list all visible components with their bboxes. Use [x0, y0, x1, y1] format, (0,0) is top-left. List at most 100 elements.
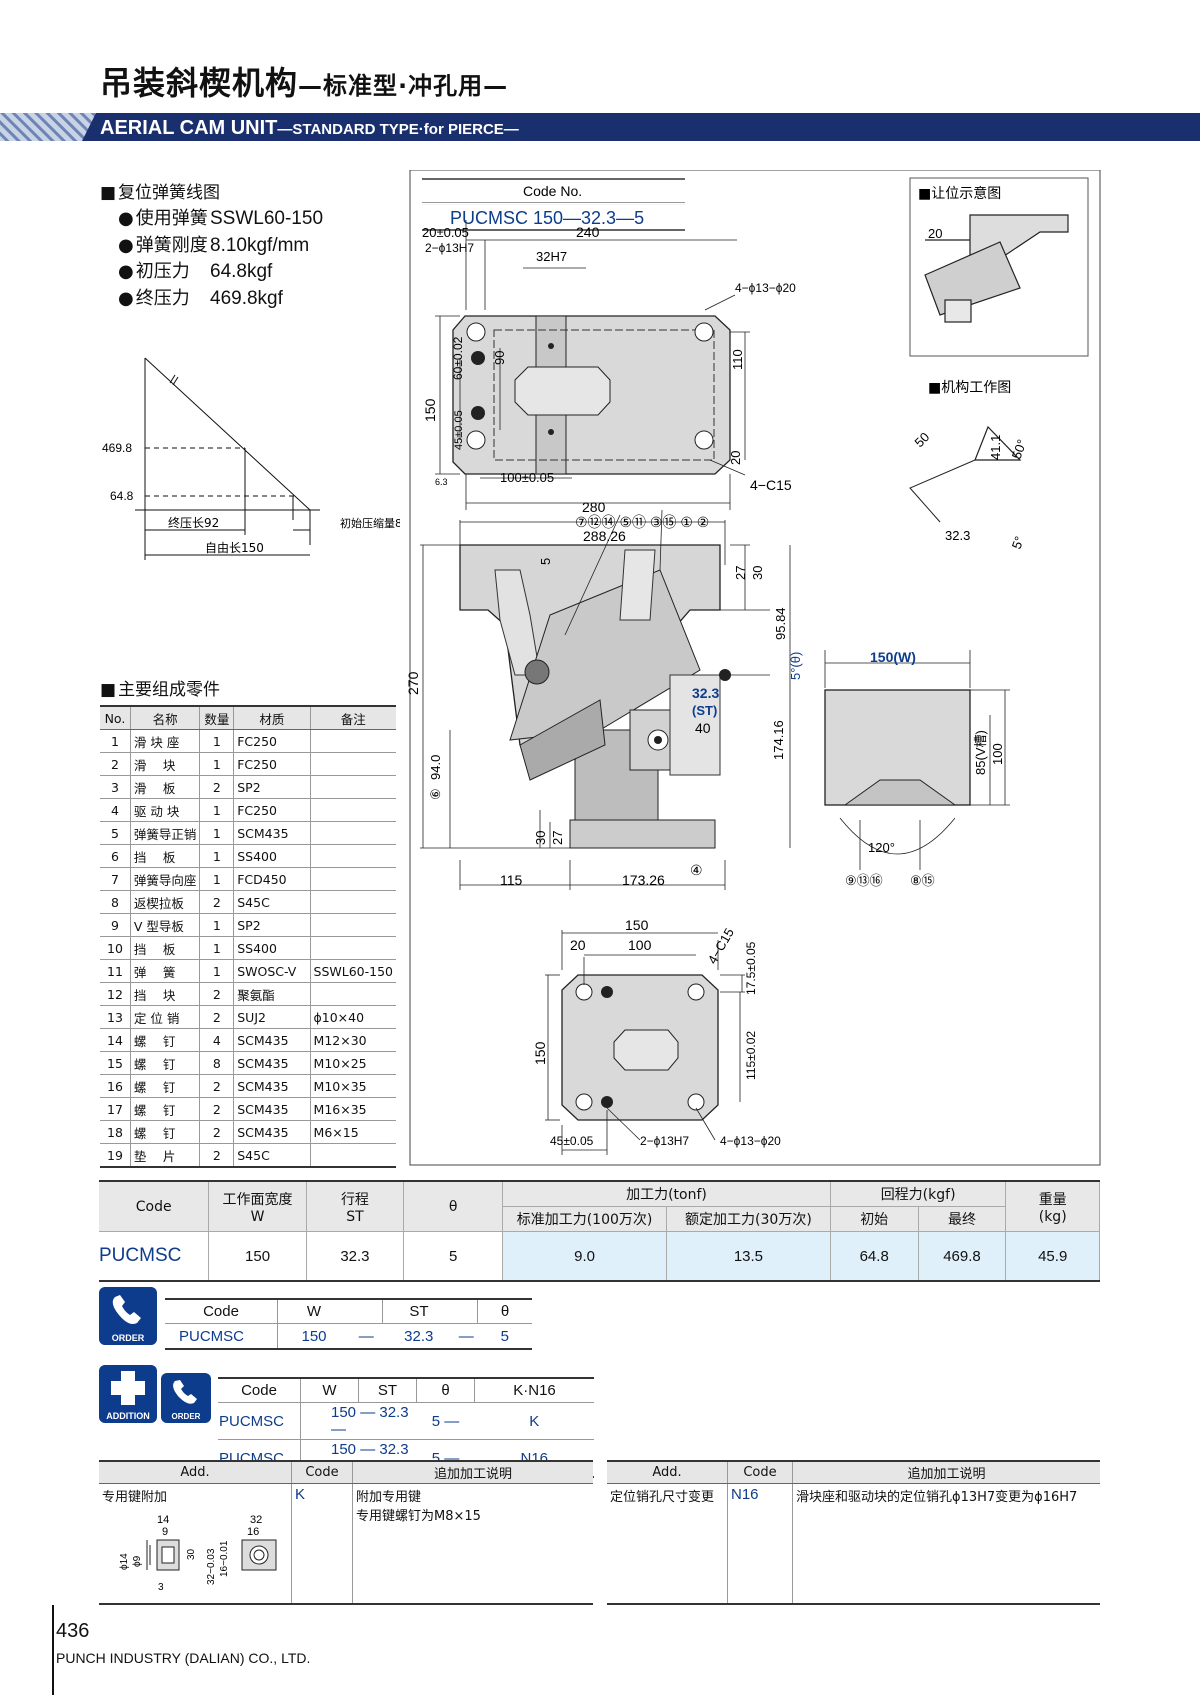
spring-label: 终压力 [118, 286, 210, 313]
order-icon-label: ORDER [111, 1333, 145, 1343]
key-d9: 9 [162, 1526, 168, 1538]
order-theta: 5 [477, 1323, 532, 1350]
part-qty: 1 [199, 936, 234, 960]
top-d20b: 20 [728, 451, 743, 465]
front-balloons-left: ⑥ [428, 788, 443, 800]
part-note [309, 1143, 396, 1168]
part-no: 11 [100, 959, 131, 983]
title-en-sub: —STANDARD TYPE·for PIERCE— [277, 121, 519, 138]
clearance-heading: ■让位示意图 [918, 185, 1001, 202]
part-no: 9 [100, 913, 131, 937]
top-roughness: 6.3 [435, 477, 448, 487]
front-st-label: (ST) [692, 703, 717, 718]
add-left-col-code: Code [291, 1460, 353, 1484]
part-qty: 8 [199, 1051, 234, 1075]
order-table: Code W ST θ PUCMSC 150 — 32.3 — 5 [165, 1298, 532, 1350]
key-d32: 32 [250, 1514, 262, 1526]
front-d94: 94.0 [428, 755, 443, 780]
order-row: PUCMSC 150 — 32.3 — 5 [165, 1323, 532, 1350]
part-note: M16×35 [309, 1097, 396, 1121]
front-d17326: 173.26 [622, 872, 665, 888]
add-right-desc: 滑块座和驱动块的定位销孔ϕ13H7变更为ϕ16H7 [792, 1483, 1100, 1605]
clear-d20: 20 [928, 226, 942, 241]
bottom-d115: 115±0.02 [744, 1031, 758, 1080]
spec-col-force-rated: 额定加工力(30万次) [666, 1206, 831, 1232]
part-no: 4 [100, 798, 131, 822]
graph-y-low: 64.8 [110, 489, 134, 503]
part-name: 定 位 销 [129, 1005, 200, 1029]
spec-col-force: 加工力(tonf) [502, 1180, 831, 1207]
front-balloons-top: ⑦⑫⑭ ⑤⑪ ③⑮ ① ② [575, 514, 709, 530]
part-name: 垫 片 [129, 1143, 200, 1168]
part-material: SUJ2 [233, 1005, 311, 1029]
part-note [309, 775, 396, 799]
spring-label: 弹簧刚度 [118, 233, 210, 260]
front-d40: 40 [695, 720, 711, 736]
part-material: S45C [233, 1143, 311, 1168]
part-qty: 1 [199, 821, 234, 845]
part-qty: 1 [199, 959, 234, 983]
order-code: PUCMSC [165, 1323, 278, 1350]
part-no: 10 [100, 936, 131, 960]
order-col-w: W [277, 1298, 350, 1324]
bottom-d150: 150 [625, 917, 649, 933]
part-note [309, 729, 396, 753]
spec-st-unit: ST [346, 1208, 364, 1225]
part-material: SS400 [233, 936, 311, 960]
top-d45: 45±0.05 [453, 410, 465, 450]
top-c15: 4−C15 [750, 477, 792, 493]
part-qty: 2 [199, 890, 234, 914]
part-note [309, 844, 396, 868]
part-no: 18 [100, 1120, 131, 1144]
bottom-view: 150 20 100 4−C15 17.5±0.05 150 115±0.02 … [532, 917, 781, 1155]
spec-w: 150 [208, 1231, 307, 1282]
title-en: AERIAL CAM UNIT [100, 117, 278, 139]
spring-label: 初压力 [118, 259, 210, 286]
part-material: SCM435 [233, 1120, 311, 1144]
add-code: PUCMSC [218, 1402, 301, 1440]
front-d115: 115 [500, 872, 523, 888]
graph-label-initial: 初始压缩量8 [340, 516, 400, 530]
spec-col-code: Code [99, 1180, 210, 1232]
part-material: SCM435 [233, 821, 311, 845]
part-name: 驱 动 块 [129, 798, 200, 822]
key-d3: 3 [158, 1582, 164, 1593]
add-kn16: K [474, 1402, 594, 1440]
side-h100: 100 [990, 743, 1005, 765]
top-hole2: 2−ϕ13H7 [425, 241, 474, 255]
add-col-kn16: K·N16 [474, 1377, 594, 1403]
spec-weight-unit: (kg) [1038, 1208, 1067, 1225]
add-col-code: Code [218, 1377, 301, 1403]
side-balloons-1: ⑨⑬⑯ [845, 873, 883, 888]
key-d9v: ϕ9 [132, 1555, 143, 1567]
add-right-name: 定位销孔尺寸变更 [607, 1483, 728, 1605]
addition-right-header: Add. Code 追加加工说明 [607, 1460, 1100, 1484]
front-d5theta: 5°(θ) [788, 652, 803, 680]
key-d16b: 16−0.01 [219, 1540, 230, 1577]
key-d32b: 32−0.03 [206, 1548, 217, 1585]
addition-left-table: Add. Code 追加加工说明 专用键附加 14 9 32 16 30 32−… [99, 1460, 593, 1605]
part-material: SWOSC-V [233, 959, 311, 983]
front-d28826: 288.26 [583, 528, 626, 544]
clearance-diagram [924, 214, 1069, 323]
add-left-desc-1: 附加专用键 [356, 1490, 422, 1505]
add-right-code: N16 [727, 1483, 793, 1605]
part-material: SP2 [233, 913, 311, 937]
part-material: FC250 [233, 752, 311, 776]
spec-weight-label: 重量 [1038, 1191, 1067, 1208]
part-material: SCM435 [233, 1028, 311, 1052]
add-left-cell: 专用键附加 14 9 32 16 30 32−0.03 16−0.01 ϕ14 … [99, 1483, 292, 1605]
part-name: 滑 块 [129, 752, 200, 776]
part-qty: 2 [199, 1143, 234, 1168]
part-note [309, 821, 396, 845]
addition-left-row: 专用键附加 14 9 32 16 30 32−0.03 16−0.01 ϕ14 … [99, 1483, 593, 1605]
